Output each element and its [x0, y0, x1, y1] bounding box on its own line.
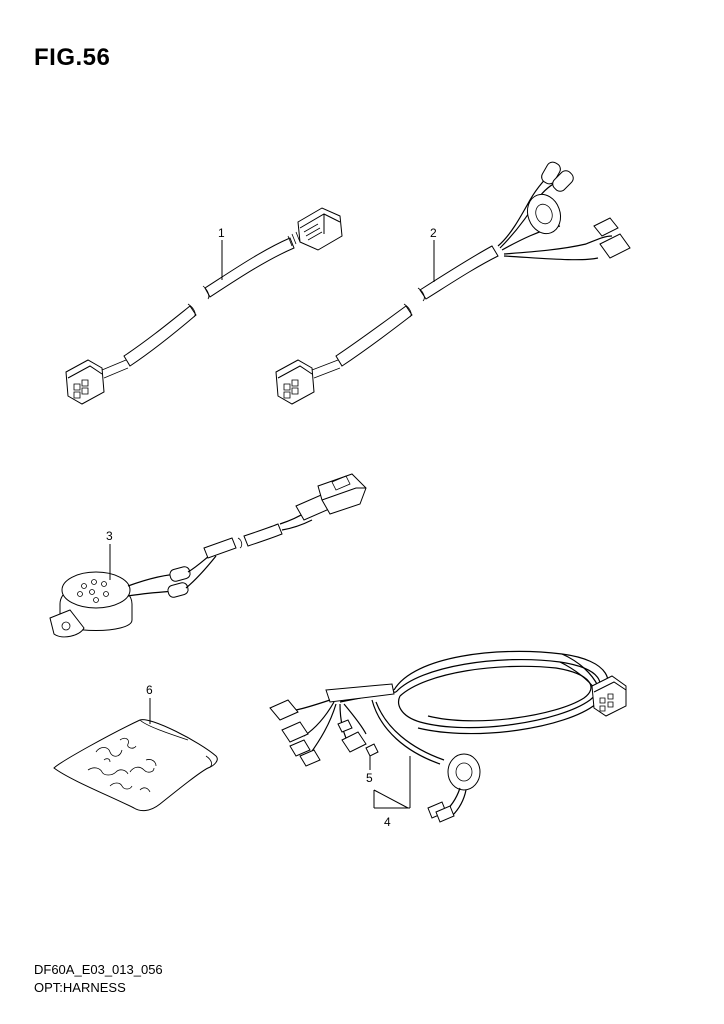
callout-3: 3 [106, 529, 113, 543]
part-2-harness[interactable]: 2 [275, 160, 631, 405]
callout-5: 5 [366, 771, 373, 785]
part-5-clip[interactable]: 5 [365, 743, 379, 785]
callout-6: 6 [146, 683, 153, 697]
callout-2: 2 [430, 226, 437, 240]
part-3-buzzer[interactable]: 3 [49, 473, 367, 638]
callout-1: 1 [218, 226, 225, 240]
part-1-bottom-connector [65, 359, 129, 405]
part-6-bag[interactable]: 6 [53, 683, 218, 812]
drawing-name: OPT:HARNESS [34, 980, 126, 995]
drawing-code: DF60A_E03_013_056 [34, 962, 163, 977]
part-1-top-connector [297, 207, 343, 251]
figure-title: FIG.56 [34, 44, 111, 71]
part-4-main-harness[interactable]: 4 [269, 650, 627, 829]
callout-4: 4 [384, 815, 391, 829]
part-1-harness[interactable]: 1 [65, 207, 343, 405]
